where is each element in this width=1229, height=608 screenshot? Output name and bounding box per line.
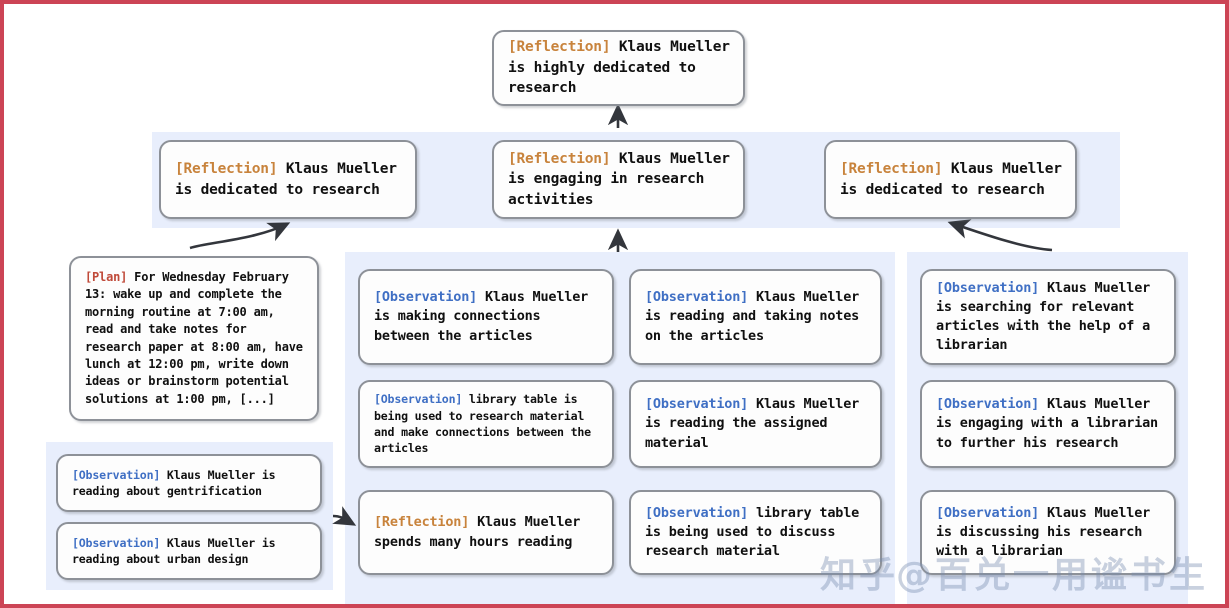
node-text: Klaus Mueller is making connections betw… [374,289,589,344]
node-bottom-left-observation-1[interactable]: [Observation] Klaus Mueller is reading a… [56,454,322,512]
tag-observation: [Observation] [645,504,749,521]
node-text: Klaus Mueller is searching for relevant … [936,279,1151,354]
node-text: Klaus Mueller is engaging with a librari… [936,396,1158,451]
node-plan[interactable]: [Plan] For Wednesday February 13: wake u… [69,256,319,421]
node-column2-item-2[interactable]: [Observation] Klaus Mueller is reading t… [629,380,882,468]
node-text: Klaus Mueller is highly dedicated to res… [508,39,730,97]
node-text: Klaus Mueller is reading and taking note… [645,289,860,344]
node-column3-item-1[interactable]: [Observation] Klaus Mueller is searching… [920,269,1176,365]
node-column3-item-3[interactable]: [Observation] Klaus Mueller is discussin… [920,490,1176,575]
tag-plan: [Plan] [85,270,128,284]
watermark-handle: @百兑一用谧书生 [896,555,1209,596]
node-column1-item-3[interactable]: [Reflection] Klaus Mueller spends many h… [358,490,614,575]
node-text: Klaus Mueller is engaging in research ac… [508,150,730,208]
tag-reflection: [Reflection] [840,160,943,177]
tag-observation: [Observation] [645,396,749,413]
node-text: Klaus Mueller is discussing his research… [936,504,1151,560]
node-text: library table is being used to research … [374,392,591,456]
node-text: Klaus Mueller is reading the assigned ma… [645,396,860,451]
node-text: Klaus Mueller spends many hours reading [374,514,581,550]
node-text: Klaus Mueller is reading about gentrific… [72,467,276,498]
tag-reflection: [Reflection] [508,150,611,167]
node-reflection-3[interactable]: [Reflection] Klaus Mueller is dedicated … [824,140,1077,219]
tag-observation: [Observation] [645,289,749,306]
watermark-site: 知乎 [820,555,899,596]
node-text: Klaus Mueller is dedicated to research [175,160,397,198]
node-text: Klaus Mueller is reading about urban des… [72,535,276,566]
node-column3-item-2[interactable]: [Observation] Klaus Mueller is engaging … [920,380,1176,468]
node-column2-item-3[interactable]: [Observation] library table is being use… [629,490,882,575]
node-reflection-1[interactable]: [Reflection] Klaus Mueller is dedicated … [159,140,417,219]
node-bottom-left-observation-2[interactable]: [Observation] Klaus Mueller is reading a… [56,522,322,580]
tag-observation: [Observation] [936,396,1040,413]
tag-observation: [Observation] [374,392,463,407]
node-text: library table is being used to discuss r… [645,504,860,560]
node-text: For Wednesday February 13: wake up and c… [85,270,303,406]
tag-reflection: [Reflection] [175,160,278,177]
node-text: Klaus Mueller is dedicated to research [840,160,1062,198]
tag-observation: [Observation] [374,289,478,306]
tag-observation: [Observation] [936,504,1040,521]
node-column1-item-2[interactable]: [Observation] library table is being use… [358,380,614,468]
node-column1-item-1[interactable]: [Observation] Klaus Mueller is making co… [358,269,614,365]
node-reflection-2[interactable]: [Reflection] Klaus Mueller is engaging i… [492,140,745,219]
tag-reflection: [Reflection] [374,514,470,531]
node-column2-item-1[interactable]: [Observation] Klaus Mueller is reading a… [629,269,882,365]
tag-reflection: [Reflection] [508,39,611,56]
tag-observation: [Observation] [72,467,161,482]
node-root-reflection[interactable]: [Reflection] Klaus Mueller is highly ded… [492,30,745,106]
tag-observation: [Observation] [936,279,1040,296]
tag-observation: [Observation] [72,535,161,550]
